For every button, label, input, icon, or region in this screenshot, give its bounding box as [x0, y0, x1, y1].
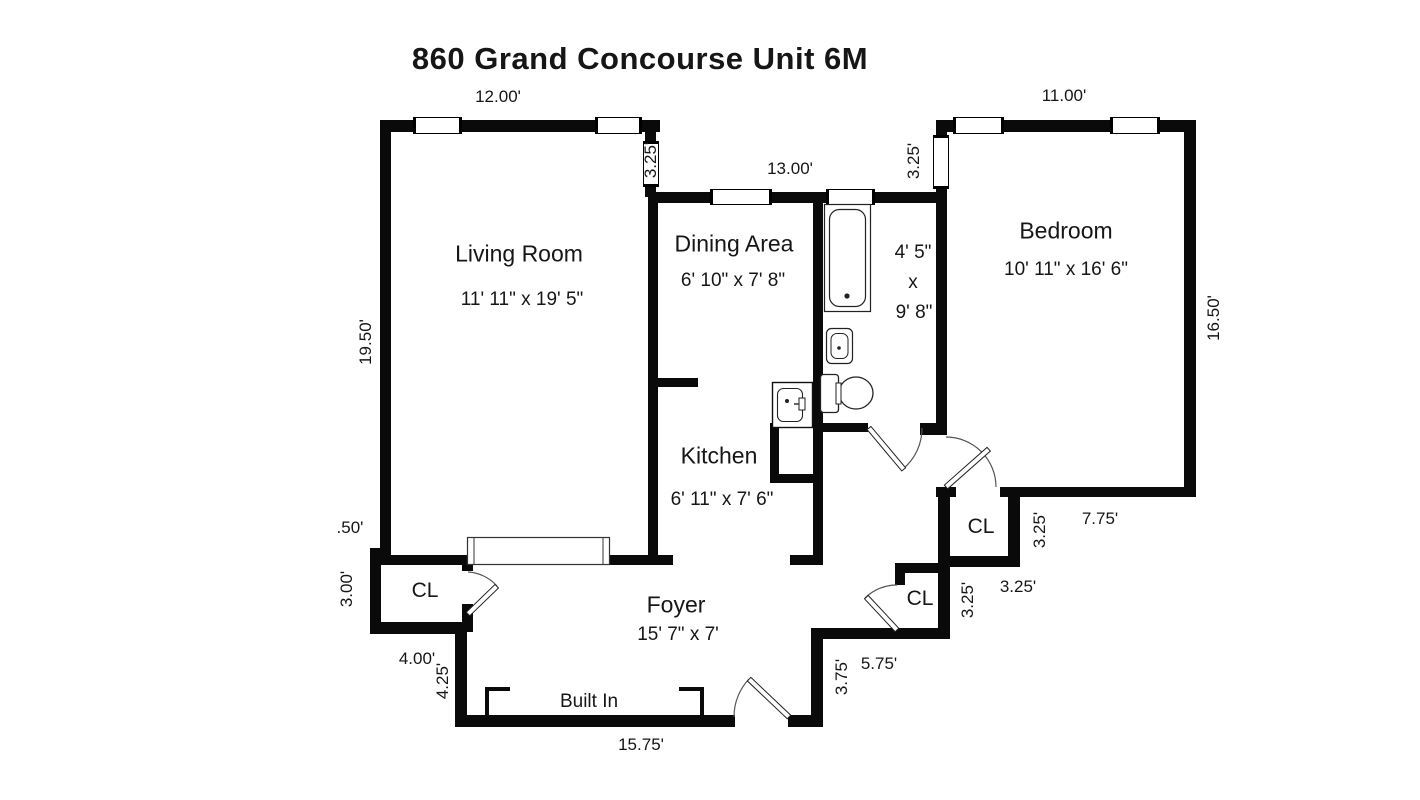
dim-foyer-cl-top: 3.25': [999, 577, 1037, 596]
room-label-living: Living Room: [455, 240, 583, 267]
wall: [772, 474, 817, 483]
dim-south: 15.75': [618, 735, 664, 754]
room-dims-living: 11' 11" x 19' 5": [460, 289, 584, 310]
window-icon: [953, 117, 1004, 134]
wall: [817, 423, 868, 432]
window-icon: [413, 117, 462, 134]
window-icon: [643, 141, 659, 187]
dim-offset-right: 3.25': [904, 142, 923, 180]
window-icon: [933, 135, 949, 189]
bathroom-dim-width: 4' 5": [894, 242, 932, 263]
window-icon: [1110, 117, 1160, 134]
dim-ledge: .50': [336, 518, 364, 537]
dim-bed-cl-bottom: 7.75': [1081, 509, 1119, 528]
page-title: 860 Grand Concourse Unit 6M: [411, 41, 869, 76]
built-in-bracket: [485, 687, 489, 717]
dim-foyer-cl-east: 3.25': [958, 581, 977, 619]
window-icon: [710, 189, 772, 205]
dim-cl-left-width: 4.00': [398, 649, 436, 668]
wall: [1008, 487, 1020, 567]
wall: [648, 378, 698, 387]
dim-dining-top: 13.00': [767, 159, 813, 178]
bathroom-sink-icon: [825, 327, 854, 365]
closet-label-living: CL: [411, 579, 439, 602]
wall: [941, 556, 1020, 567]
room-label-kitchen: Kitchen: [680, 442, 758, 469]
dim-bedroom-top: 11.00': [1041, 86, 1087, 105]
wall: [813, 192, 823, 565]
bathroom-dim-height: 9' 8": [895, 302, 933, 323]
wall: [373, 622, 467, 634]
window-icon: [826, 189, 875, 205]
wall: [788, 715, 823, 727]
dim-living-left: 19.50': [356, 319, 375, 365]
wall: [811, 628, 950, 639]
wall: [1184, 120, 1196, 497]
wall: [770, 423, 779, 483]
dim-west-lower: 4.25': [433, 662, 452, 700]
room-dims-foyer: 15' 7" x 7': [637, 624, 719, 645]
room-dims-dining: 6' 10" x 7' 8": [680, 270, 786, 291]
wall: [373, 555, 673, 565]
dim-foyer-east: 3.75': [832, 658, 851, 696]
dim-offset-left: 3.25': [641, 141, 660, 179]
wall: [895, 563, 950, 573]
room-label-foyer: Foyer: [646, 591, 706, 618]
room-dims-bedroom: 10' 11" x 16' 6": [1004, 259, 1128, 280]
built-in-bracket: [700, 687, 704, 717]
wall: [650, 192, 947, 203]
foyer-closet-door-icon: [863, 584, 900, 633]
wall: [790, 555, 817, 565]
bedroom-door-icon: [943, 436, 997, 490]
wall: [811, 632, 823, 727]
wall: [936, 120, 947, 435]
room-label-dining: Dining Area: [674, 230, 794, 257]
built-in-bracket: [679, 687, 704, 691]
wall: [1000, 487, 1012, 497]
room-dims-kitchen: 6' 11" x 7' 6": [670, 489, 774, 510]
built-in-bracket: [485, 687, 510, 691]
bathtub-icon: [823, 203, 872, 313]
dim-foyer-cl-width: 5.75': [860, 654, 898, 673]
wall: [455, 622, 467, 727]
wall: [462, 555, 473, 571]
window-icon: [595, 117, 642, 134]
closet-label-bedroom: CL: [967, 515, 995, 538]
wall: [370, 548, 381, 634]
wall: [1010, 487, 1196, 497]
dim-bedroom-right: 16.50': [1204, 295, 1223, 341]
kitchen-sink-icon: [771, 381, 814, 429]
wall: [462, 604, 473, 632]
wall: [895, 563, 905, 585]
wall: [455, 715, 735, 727]
entry-door-icon: [733, 676, 792, 720]
bathroom-dim-x: x: [908, 272, 918, 293]
wall: [380, 120, 391, 560]
room-label-bedroom: Bedroom: [1019, 217, 1113, 244]
bathroom-door-icon: [866, 425, 923, 472]
toilet-icon: [819, 373, 874, 414]
dim-living-top: 12.00': [475, 87, 521, 106]
built-in-label: Built In: [559, 691, 619, 712]
closet-label-foyer: CL: [906, 587, 934, 610]
dim-bed-cl-east: 3.25': [1030, 511, 1049, 549]
dim-cl-left-height: 3.00': [337, 570, 356, 608]
